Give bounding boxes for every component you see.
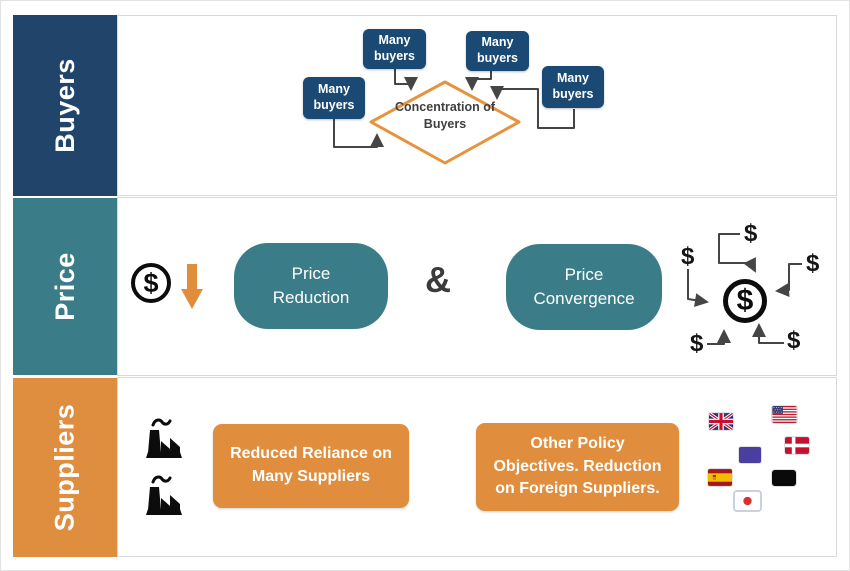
ampersand-text: & (425, 259, 451, 300)
band-label-price-text: Price (49, 252, 80, 321)
denmark-flag-icon (785, 437, 809, 454)
dollar-circle-icon: $ (131, 263, 171, 303)
reduced-reliance-box: Reduced Reliance on Many Suppliers (213, 424, 409, 508)
concentration-diamond-label: Concentration of Buyers (395, 100, 495, 131)
other-policy-box: Other Policy Objectives. Reduction on Fo… (476, 423, 679, 511)
band-label-suppliers: Suppliers (13, 378, 117, 557)
many-buyers-box: Many buyers (363, 29, 426, 69)
band-label-suppliers-text: Suppliers (49, 403, 80, 532)
dollar-sign-text: $ (744, 220, 758, 247)
usa-flag-icon (772, 406, 797, 423)
uk-flag-icon (709, 413, 733, 430)
dollar-sign-text: $ (806, 250, 820, 277)
many-buyers-box: Many buyers (542, 66, 604, 108)
dollar-sign-text: $ (690, 330, 704, 357)
band-label-buyers: Buyers (13, 15, 117, 196)
japan-flag-icon (735, 492, 760, 510)
band-label-price: Price (13, 198, 117, 375)
purple-flag-icon (739, 447, 761, 463)
many-buyers-box: Many buyers (303, 77, 365, 119)
dollar-circle-icon: $ (723, 279, 767, 323)
dollar-sign-text: $ (787, 327, 801, 354)
dollar-sign-text: $ (681, 243, 695, 270)
price-reduction-box: Price Reduction (234, 243, 388, 329)
price-convergence-box: Price Convergence (506, 244, 662, 330)
spain-flag-icon (708, 469, 732, 486)
black-flag-icon (772, 470, 796, 486)
many-buyers-box: Many buyers (466, 31, 529, 71)
band-label-buyers-text: Buyers (49, 58, 80, 153)
